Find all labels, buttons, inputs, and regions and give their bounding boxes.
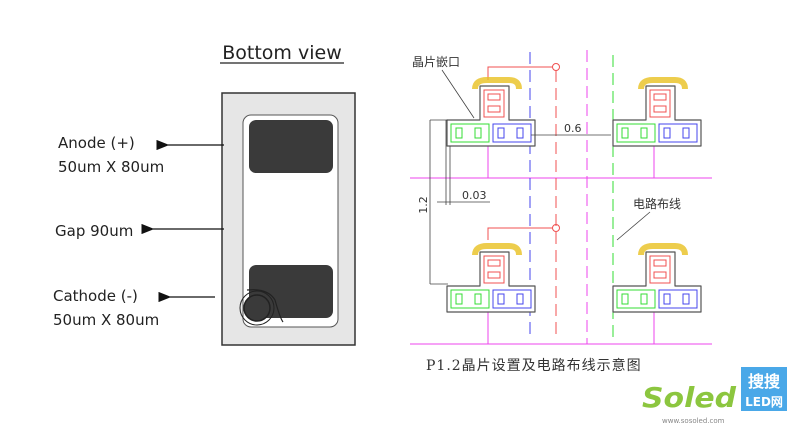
via-marker bbox=[552, 224, 560, 232]
dim-spacing: 0.6 bbox=[564, 122, 582, 135]
bottom-view-diagram: Bottom view Anode (+) 50um X 80um Gap 90… bbox=[53, 42, 356, 346]
badge-box bbox=[741, 367, 787, 411]
wiring-label: 电路布线 bbox=[633, 196, 681, 211]
chip-module bbox=[613, 246, 701, 312]
cathode-size: 50um X 80um bbox=[53, 311, 159, 329]
anode-pad bbox=[249, 120, 333, 173]
diagram-caption: P1.2晶片设置及电路布线示意图 bbox=[426, 357, 642, 374]
watermark-url: www.sosoled.com bbox=[662, 417, 725, 425]
dim-offset: 0.03 bbox=[462, 189, 487, 202]
wiring-layout-diagram: 1.2 0.03 0.6 晶片嵌口 电路布线 P1.2晶片设置及电路布线示意图 bbox=[410, 50, 712, 374]
cathode-mark bbox=[243, 294, 271, 322]
cathode-label: Cathode (-) bbox=[53, 287, 138, 305]
chip-slot-label: 晶片嵌口 bbox=[412, 55, 460, 69]
watermark-badge-bottom: LED网 bbox=[745, 395, 783, 409]
bottom-view-title: Bottom view bbox=[222, 42, 341, 64]
watermark-logo: Soled 搜搜 LED网 www.sosoled.com bbox=[642, 367, 787, 425]
via-marker bbox=[552, 63, 560, 71]
chip-module bbox=[613, 80, 701, 146]
chip-module bbox=[447, 246, 535, 312]
dim-height: 1.2 bbox=[417, 196, 430, 214]
chip-module bbox=[447, 80, 535, 146]
gap-label: Gap 90um bbox=[55, 222, 133, 240]
anode-size: 50um X 80um bbox=[58, 158, 164, 176]
anode-label: Anode (+) bbox=[58, 134, 135, 152]
watermark-badge-top: 搜搜 bbox=[748, 372, 781, 391]
watermark-brand: Soled bbox=[642, 381, 737, 414]
